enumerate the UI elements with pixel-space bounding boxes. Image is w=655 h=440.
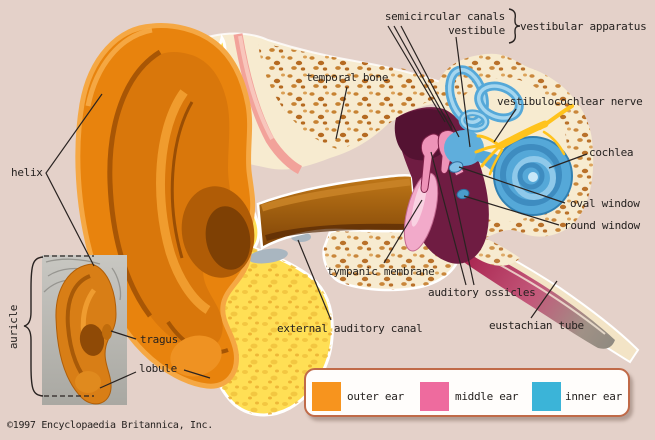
label-vestibulocochlear-nerve: vestibulocochlear nerve [497, 95, 643, 108]
label-cochlea: cochlea [589, 146, 634, 159]
copyright-text: ©1997 Encyclopaedia Britannica, Inc. [7, 420, 213, 431]
label-temporal-bone: temporal bone [306, 71, 389, 84]
external-auditory-canal [256, 173, 418, 251]
vestibule [444, 130, 484, 166]
label-auditory-ossicles: auditory ossicles [428, 286, 536, 299]
outer-ear-label: outer ear [347, 390, 404, 403]
outer-ear-swatch [312, 382, 341, 411]
label-vestibular-apparatus: vestibular apparatus [520, 20, 647, 33]
label-lobule: lobule [139, 362, 177, 375]
eustachian-tube [450, 228, 640, 364]
inset-lobule [75, 371, 101, 393]
semicircular-canals [445, 65, 524, 133]
label-external-auditory-canal: external auditory canal [277, 322, 423, 335]
label-tragus: tragus [140, 333, 178, 346]
middle-ear-swatch [420, 382, 449, 411]
cochlea [493, 136, 573, 216]
inner-ear-label: inner ear [565, 390, 622, 403]
label-auricle: auricle [7, 304, 20, 350]
auricle-inset-photo [42, 255, 127, 405]
color-legend: outer ear middle ear inner ear [304, 368, 630, 417]
vestibular-apparatus-brace [508, 8, 521, 44]
label-oval-window: oval window [570, 197, 640, 210]
label-eustachian-tube: eustachian tube [489, 319, 584, 332]
label-tympanic-membrane: tympanic membrane [327, 265, 435, 278]
label-semicircular-canals: semicircular canals [384, 10, 505, 23]
canal-skin-stripe [233, 33, 303, 175]
pointer-lines [23, 8, 588, 397]
inner-ear [444, 65, 573, 216]
label-round-window: round window [564, 219, 640, 232]
inset-tragus [102, 324, 112, 340]
label-vestibule: vestibule [448, 24, 505, 37]
label-helix: helix [11, 166, 43, 179]
middle-ear-label: middle ear [455, 390, 519, 403]
vestibulocochlear-nerve [474, 104, 574, 176]
auricle-brace [23, 256, 44, 397]
inner-ear-swatch [532, 382, 561, 411]
oval-window [448, 161, 464, 173]
